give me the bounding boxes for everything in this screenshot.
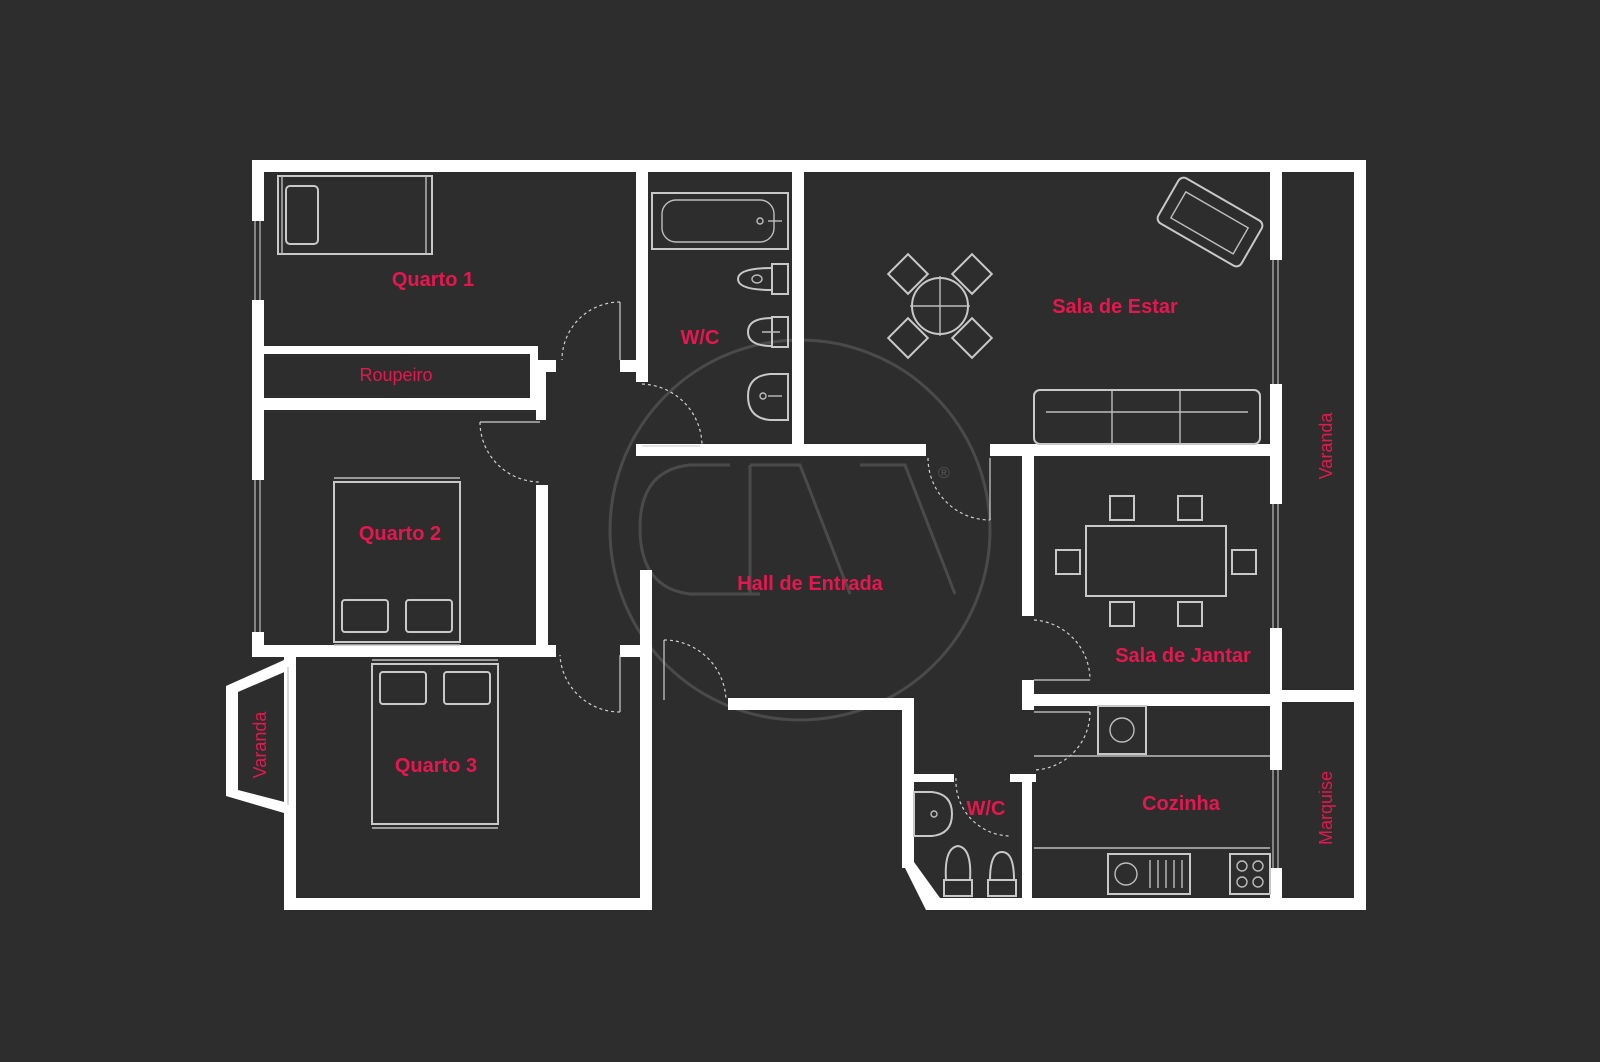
room-label-hall-de-entrada: Hall de Entrada [737,573,883,595]
room-label-quarto-1: Quarto 1 [392,269,474,291]
dining-table-icon [1055,495,1257,627]
room-label-cozinha: Cozinha [1142,793,1221,815]
doors [479,301,1091,837]
room-label-wc-top: W/C [681,327,720,349]
sink-icon [746,373,789,421]
double-bed-icon [371,659,499,829]
windows [254,221,1279,868]
room-label-sala-de-estar: Sala de Estar [1052,296,1178,318]
single-bed-icon [277,175,433,255]
toilet-icon [736,263,789,295]
sofa-icon [1033,389,1261,445]
round-table-icon [886,252,994,360]
bathtub-icon [651,192,789,250]
bidet-icon [987,850,1017,897]
armchair-icon [1156,176,1264,268]
room-label-roupeiro: Roupeiro [359,365,432,385]
bidet-icon [746,316,789,348]
room-label-marquise: Marquise [1316,771,1336,845]
room-label-quarto-3: Quarto 3 [395,755,477,777]
room-label-quarto-2: Quarto 2 [359,523,441,545]
room-labels: Quarto 1 Roupeiro Quarto 2 Quarto 3 Vara… [250,269,1336,845]
room-label-wc-bottom: W/C [967,798,1006,820]
room-label-sala-de-jantar: Sala de Jantar [1115,645,1251,667]
furniture [277,175,1271,897]
sink-icon [913,791,954,837]
toilet-icon [943,844,973,897]
watermark-registered: ® [938,465,950,482]
walls [226,160,1366,910]
room-label-varanda-right: Varanda [1316,412,1336,480]
washing-machine-icon [1034,705,1270,757]
stove-icon [1229,853,1271,895]
room-label-varanda-left: Varanda [250,711,270,779]
kitchen-counter [1034,847,1270,895]
double-bed-icon [333,477,461,646]
